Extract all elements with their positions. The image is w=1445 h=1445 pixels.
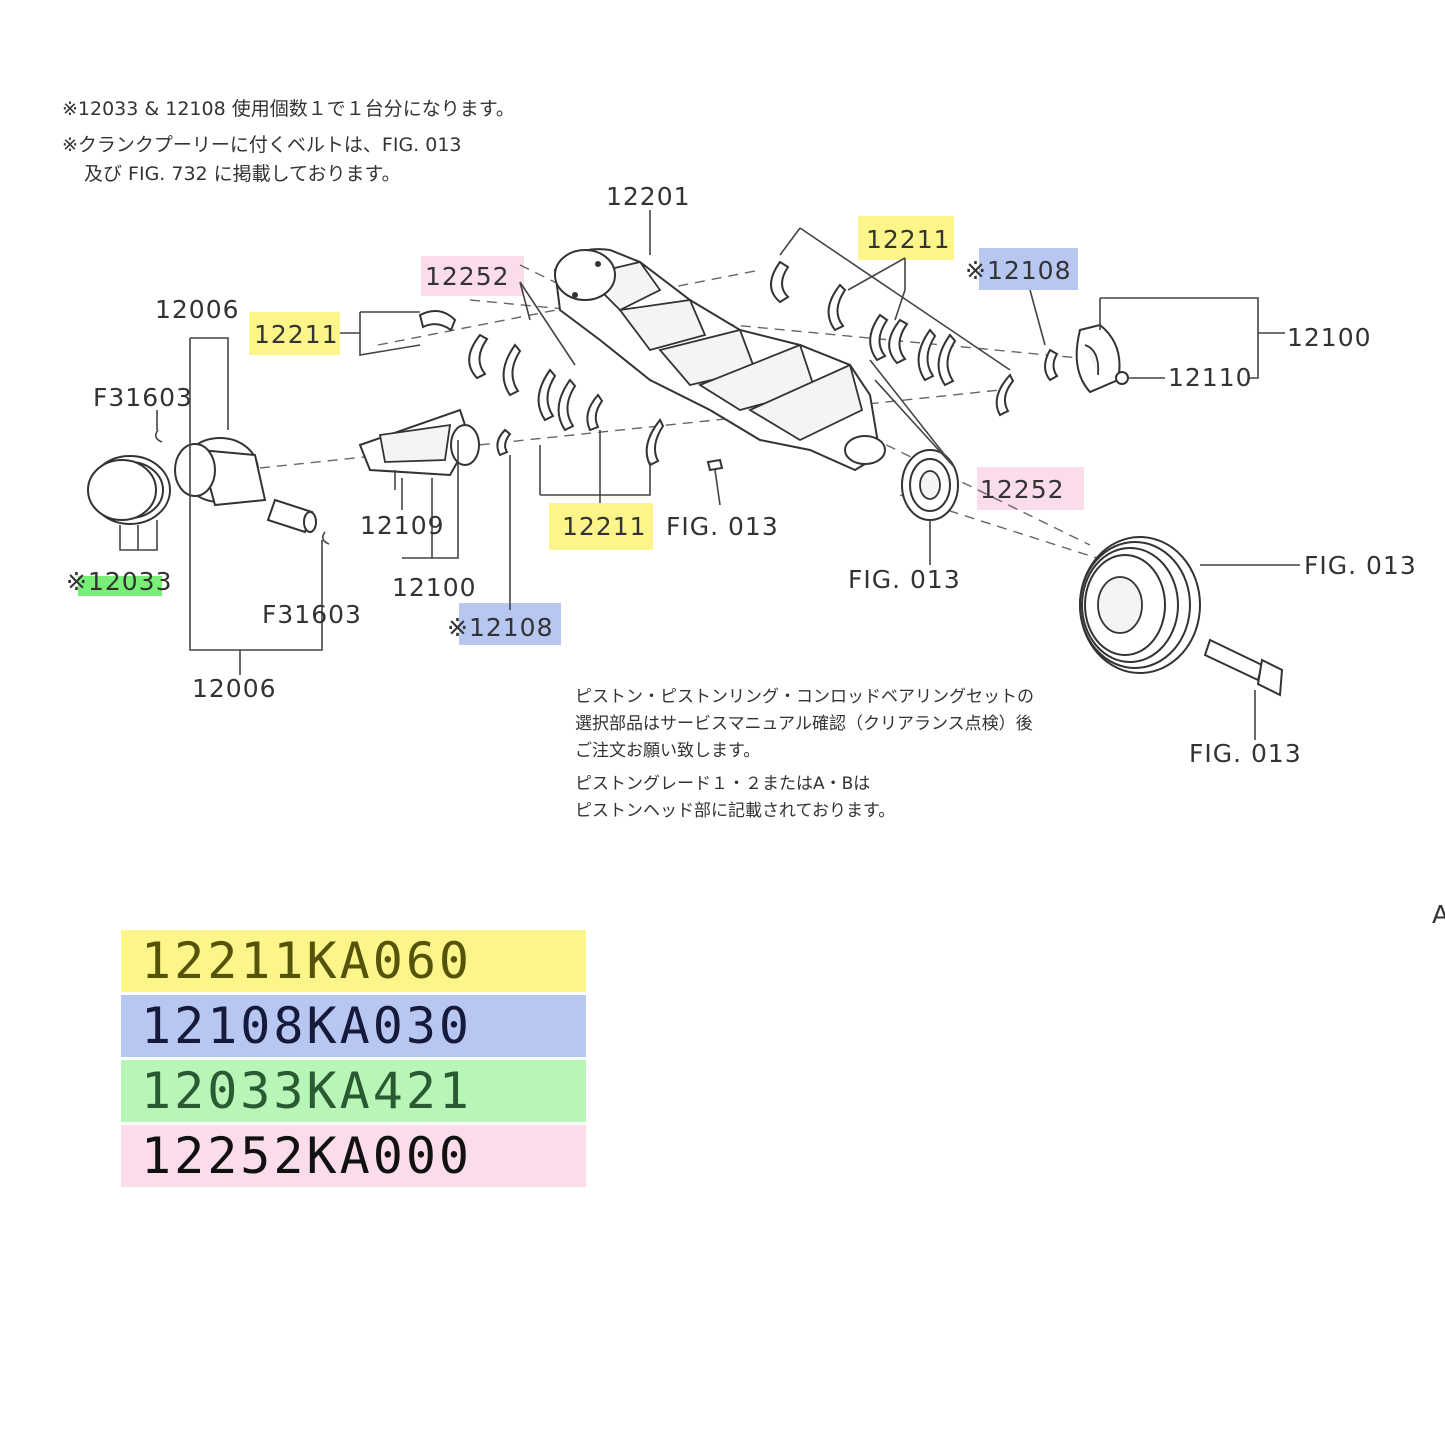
note-top-2: ※クランクプーリーに付くベルトは、FIG. 013 [62,134,462,156]
label-12211-left: 12211 [254,320,339,349]
label-12108-top: ※12108 [965,256,1071,285]
highlight-12252-top [421,256,524,296]
leader-lines [119,210,1300,740]
label-fig013-bolt: FIG. 013 [1189,739,1302,768]
note-bottom-3: ご注文お願い致します。 [575,741,760,761]
piston-assembly [87,429,330,545]
connecting-rod [358,408,480,490]
label-12006-bottom: 12006 [192,674,277,703]
highlight-12211-bottom [549,503,653,550]
note-bottom-4: ピストングレード１・２またはA・Bは [575,774,870,794]
label-12252-top: 12252 [425,262,510,291]
note-top-3: 及び FIG. 732 に掲載しております。 [84,163,401,185]
label-fig013-sprocket: FIG. 013 [848,565,961,594]
label-12100-bottom: 12100 [392,573,477,602]
label-12211-bottom: 12211 [562,512,647,541]
label-12252-right: 12252 [980,475,1065,504]
edge-letter: A [1432,900,1445,929]
label-12110: 12110 [1168,363,1253,392]
label-12108-bottom: ※12108 [447,613,553,642]
legend-item-12033: 12033KA421 [121,1060,586,1122]
highlight-12252-right [977,467,1084,510]
label-12211-top: 12211 [866,225,951,254]
legend-item-12252: 12252KA000 [121,1125,586,1187]
highlight-12211-left [249,312,340,355]
legend-code: 12252KA000 [141,1127,473,1185]
label-fig013-pulley: FIG. 013 [1304,551,1417,580]
label-f31603-bottom: F31603 [262,600,362,629]
pulley-bolt [1203,638,1284,697]
crankshaft [553,248,886,472]
highlight-12033 [78,576,162,596]
crank-pulley [1079,536,1201,674]
highlight-12211-top [858,216,954,260]
legend-code: 12108KA030 [141,997,473,1055]
legend-code: 12033KA421 [141,1062,473,1120]
label-12100-right: 12100 [1287,323,1372,352]
label-12109: 12109 [360,511,445,540]
legend-code: 12211KA060 [141,932,473,990]
note-bottom-5: ピストンヘッド部に記載されております。 [575,801,895,821]
label-f31603-top: F31603 [93,383,193,412]
highlight-12108-top [979,248,1078,290]
label-12033: ※12033 [66,567,172,596]
note-top-1: ※12033 & 12108 使用個数１で１台分になります。 [62,98,515,120]
legend-item-12211: 12211KA060 [121,930,586,992]
label-12201: 12201 [606,182,691,211]
label-fig013-key: FIG. 013 [666,512,779,541]
note-bottom-1: ピストン・ピストンリング・コンロッドベアリングセットの [575,687,1034,707]
note-bottom-2: 選択部品はサービスマニュアル確認（クリアランス点検）後 [575,714,1033,734]
woodruff-key [706,458,724,472]
bearing-shells [418,260,1059,467]
conrod-cap [1075,323,1129,394]
legend-item-12108: 12108KA030 [121,995,586,1057]
label-12006-top: 12006 [155,295,240,324]
